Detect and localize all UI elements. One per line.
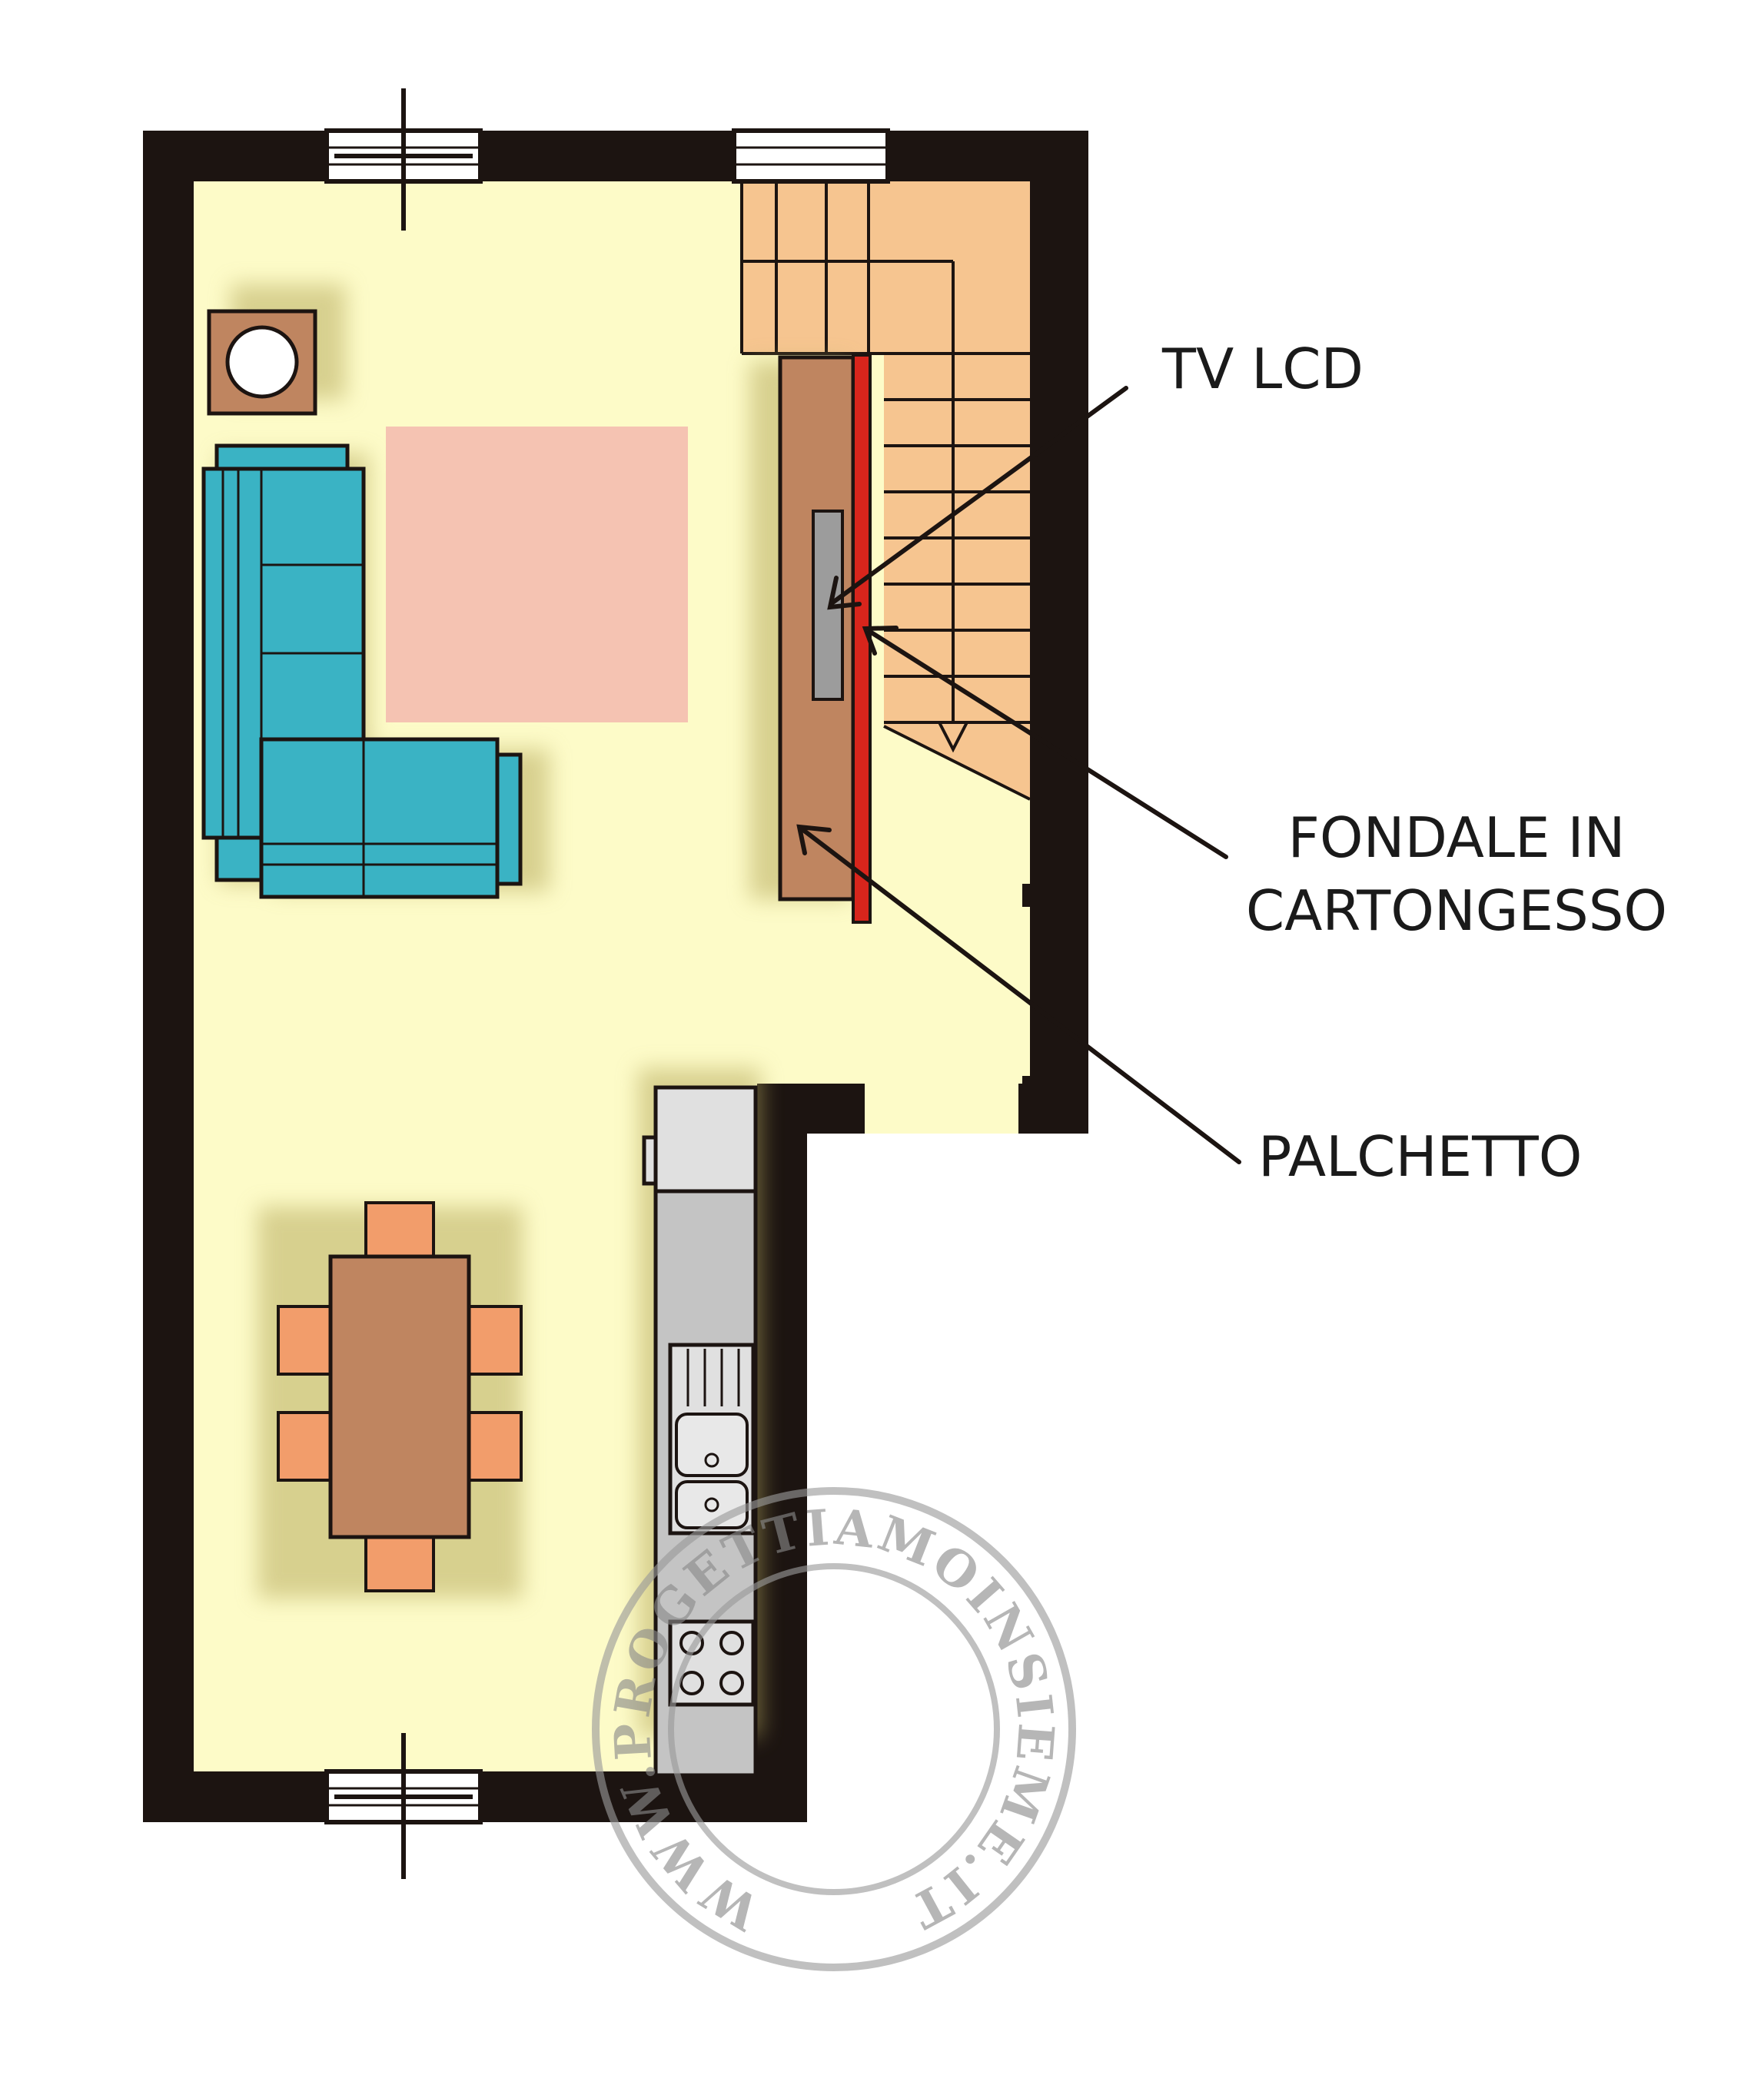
backdrop-arrowhead	[862, 626, 899, 656]
tv-arrowhead	[827, 576, 862, 610]
windows	[324, 88, 890, 1879]
stage-leader	[801, 828, 1241, 1164]
sink	[668, 1343, 756, 1536]
labels: TV LCD FONDALE IN CARTONGESSO PALCHETTO	[1161, 337, 1667, 1189]
backdrop-leader	[868, 629, 1228, 859]
label-backdrop-line2: CARTONGESSO	[1246, 878, 1667, 943]
label-tv: TV LCD	[1161, 337, 1364, 401]
tv-cabinet	[778, 355, 855, 901]
tv-leader	[829, 386, 1128, 606]
staircase	[740, 181, 1031, 801]
cooktop	[668, 1619, 756, 1707]
kitchen-counter	[642, 1085, 758, 1778]
rug	[386, 427, 688, 722]
leader-lines	[796, 386, 1241, 1164]
corner-sofa	[201, 443, 523, 899]
walls	[143, 131, 1088, 1822]
label-backdrop-line1: FONDALE IN	[1288, 805, 1626, 870]
dining-set	[277, 1201, 523, 1592]
floor-lamp	[207, 309, 317, 416]
label-stage: PALCHETTO	[1258, 1124, 1582, 1189]
stage-arrowhead	[796, 824, 832, 855]
